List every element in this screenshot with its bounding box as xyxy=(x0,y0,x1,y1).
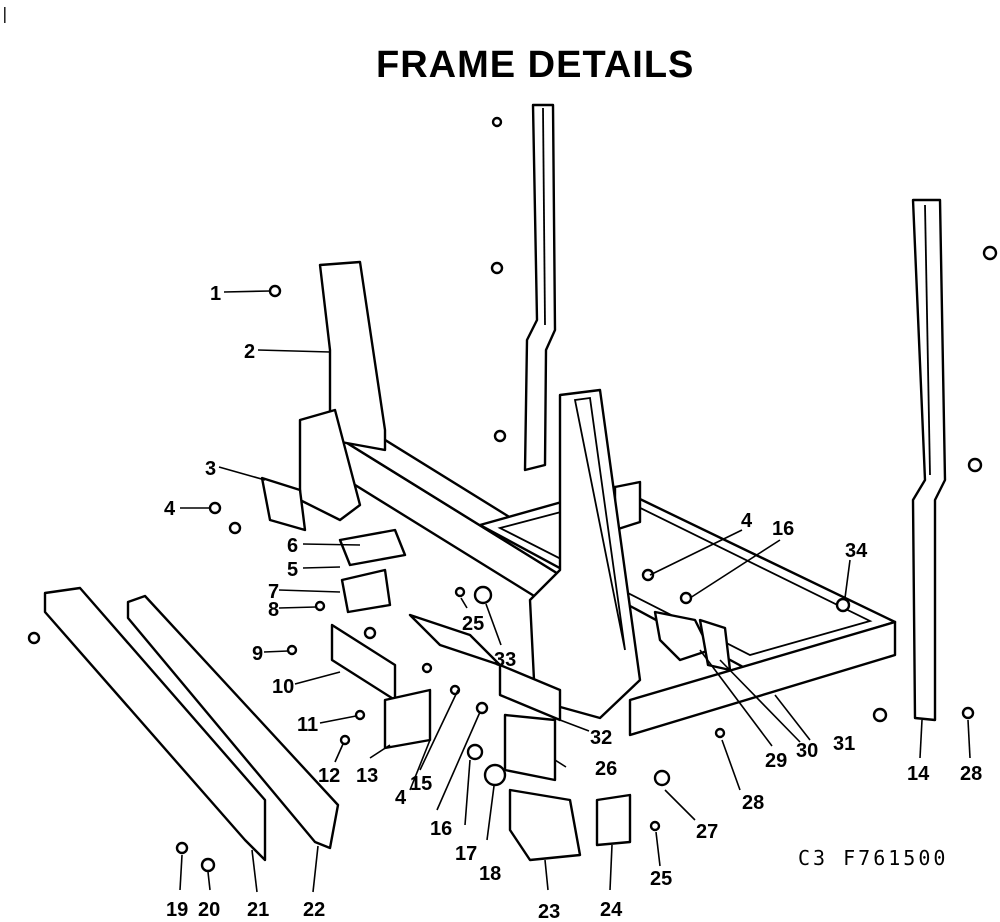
callout-15: 15 xyxy=(410,773,432,795)
callout-16: 16 xyxy=(430,818,452,840)
callout-14: 14 xyxy=(907,763,930,785)
rear-vertical-rail xyxy=(523,103,557,472)
leader-lines xyxy=(179,290,971,893)
callout-4: 4 xyxy=(164,498,176,520)
left-upright-bracket xyxy=(298,260,387,522)
callout-19: 19 xyxy=(166,899,188,921)
callout-22: 22 xyxy=(303,899,325,921)
callout-25: 25 xyxy=(462,613,484,635)
callout-26: 26 xyxy=(595,758,617,780)
callout-30: 30 xyxy=(796,740,818,762)
side-vertical-rail-14 xyxy=(911,198,947,722)
callout-7: 7 xyxy=(268,581,279,603)
hinge-parts-left xyxy=(260,476,557,782)
callout-12: 12 xyxy=(318,765,340,787)
callout-8: 8 xyxy=(268,599,279,621)
callout-27: 27 xyxy=(696,821,718,843)
center-upright-bracket xyxy=(498,388,642,722)
callout-23: 23 xyxy=(538,901,560,922)
callout-1: 1 xyxy=(210,283,221,305)
fasteners xyxy=(27,116,998,873)
callout-33: 33 xyxy=(494,649,516,671)
callout-9: 9 xyxy=(252,643,263,665)
callout-18: 18 xyxy=(479,863,501,885)
callout-3: 3 xyxy=(205,458,216,480)
callout-24: 24 xyxy=(600,899,623,921)
callout-25: 25 xyxy=(650,868,672,890)
callout-28: 28 xyxy=(960,763,982,785)
hinge-parts-right xyxy=(508,610,732,862)
callout-17: 17 xyxy=(455,843,477,865)
callout-31: 31 xyxy=(833,733,855,755)
long-rail-21 xyxy=(43,586,267,862)
callout-labels: 1 2 3 4 4 4 5 6 7 8 9 10 11 12 13 14 15 … xyxy=(164,283,982,922)
callout-4: 4 xyxy=(395,787,407,809)
callout-20: 20 xyxy=(198,899,220,921)
reference-code: C3 F761500 xyxy=(798,846,949,870)
long-rail-22 xyxy=(126,594,340,850)
callout-21: 21 xyxy=(247,899,269,921)
callout-13: 13 xyxy=(356,765,378,787)
callout-16: 16 xyxy=(772,518,794,540)
callout-10: 10 xyxy=(272,676,294,698)
callout-2: 2 xyxy=(244,341,255,363)
callout-11: 11 xyxy=(297,714,318,736)
callout-32: 32 xyxy=(590,727,612,749)
callout-34: 34 xyxy=(845,540,868,562)
callout-6: 6 xyxy=(287,535,298,557)
callout-29: 29 xyxy=(765,750,787,772)
corner-mark: | xyxy=(0,4,10,23)
diagram-title: FRAME DETAILS xyxy=(376,44,695,86)
callout-5: 5 xyxy=(287,559,298,581)
callout-4: 4 xyxy=(741,510,753,532)
callout-28: 28 xyxy=(742,792,764,814)
